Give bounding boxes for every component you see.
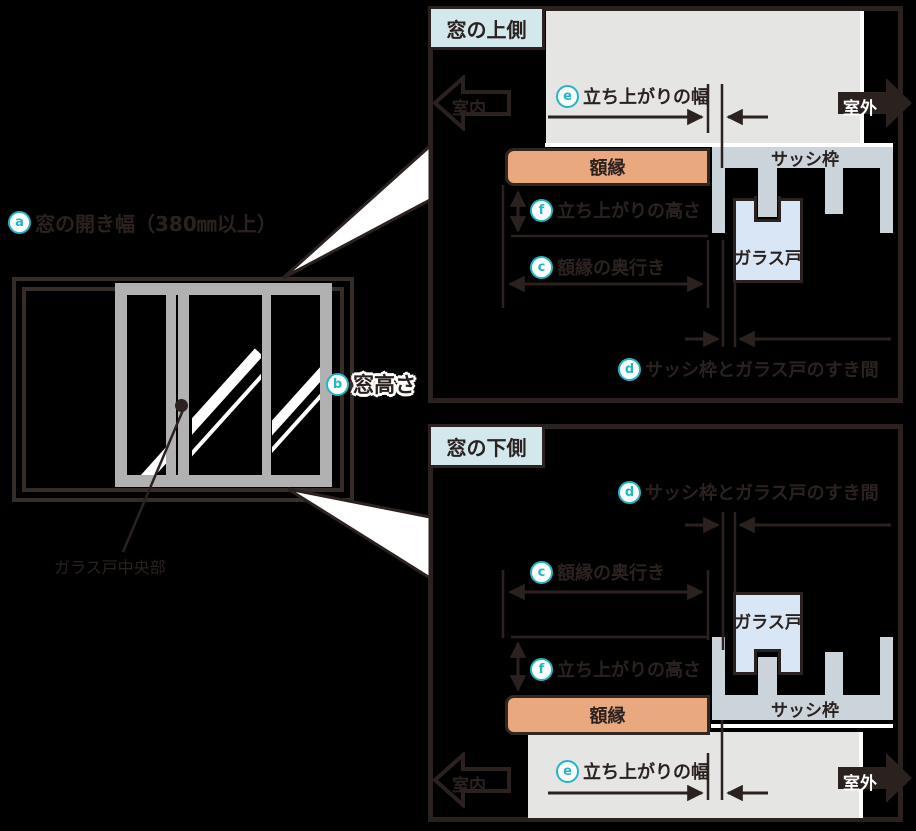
glass-pane-left — [127, 295, 166, 475]
casing-depth-label: c 額縁の奥行き — [530, 559, 665, 585]
rise-width-label: e 立ち上がりの幅 — [556, 758, 709, 784]
circled-letter-b-icon: b — [326, 372, 349, 396]
rise-width-label: e 立ち上がりの幅 — [556, 83, 709, 109]
window-height-label: b 窓高さ — [326, 369, 416, 399]
sash-top-rail — [115, 283, 332, 295]
sash-frame-fin — [712, 168, 725, 233]
indoor-arrow-text: 室内 — [452, 99, 486, 119]
wall-shape — [546, 11, 863, 143]
wall-edge-line — [711, 724, 893, 728]
sash-frame-shape — [712, 695, 893, 720]
indoor-arrow-text: 室内 — [452, 776, 486, 796]
sash-frame-fin — [825, 168, 843, 214]
glass-door-label: ガラス戸 — [734, 248, 802, 269]
rise-width-text: 立ち上がりの幅 — [583, 762, 709, 783]
top-panel-title: 窓の上側 — [428, 6, 545, 50]
window-height-text: 窓高さ — [353, 373, 416, 397]
sash-center-stile-front — [178, 283, 189, 487]
indoor-arrow-icon — [432, 752, 511, 808]
glass-center-caption: ガラス戸中央部 — [54, 558, 166, 577]
glass-reflection — [272, 348, 320, 468]
rise-height-text: 立ち上がりの高さ — [557, 660, 701, 681]
sash-frame-fin — [712, 637, 725, 695]
sash-left-stile — [115, 283, 127, 487]
casing-depth-label: c 額縁の奥行き — [530, 254, 665, 280]
outdoor-arrow-icon — [838, 78, 912, 128]
sash-frame-label: サッシ枠 — [771, 700, 839, 721]
rise-height-text: 立ち上がりの高さ — [557, 201, 701, 222]
rise-width-text: 立ち上がりの幅 — [583, 87, 709, 108]
gap-label: d サッシ枠とガラス戸のすき間 — [618, 479, 879, 505]
sash-bottom-rail — [115, 475, 332, 487]
glass-pane-right — [272, 295, 320, 475]
gap-label: d サッシ枠とガラス戸のすき間 — [618, 356, 879, 382]
circled-letter-d-icon: d — [618, 480, 641, 504]
casing-label: 額縁 — [589, 706, 626, 727]
opening-width-text: 窓の開き幅（380㎜以上） — [35, 212, 277, 236]
outdoor-arrow-text: 室外 — [843, 99, 877, 119]
circled-letter-c-icon: c — [530, 255, 553, 279]
indoor-arrow-icon — [432, 75, 511, 131]
casing-depth-text: 額縁の奥行き — [557, 563, 665, 584]
sash-mullion — [262, 283, 271, 487]
circled-letter-f-icon: f — [530, 657, 553, 681]
rise-height-label: f 立ち上がりの高さ — [530, 656, 701, 682]
casing-shape: 額縁 — [505, 695, 710, 735]
wall-shape — [528, 732, 862, 818]
gap-text: サッシ枠とガラス戸のすき間 — [645, 360, 879, 381]
gap-text: サッシ枠とガラス戸のすき間 — [645, 483, 879, 504]
casing-depth-text: 額縁の奥行き — [557, 258, 665, 279]
sash-frame-label: サッシ枠 — [771, 149, 839, 170]
wall-edge-line — [545, 143, 893, 147]
sash-frame-fin — [758, 168, 777, 217]
circled-letter-a-icon: a — [8, 211, 31, 234]
glass-center-dot — [175, 399, 188, 412]
circled-letter-e-icon: e — [556, 84, 579, 108]
casing-shape: 額縁 — [505, 148, 710, 186]
opening-width-label: a 窓の開き幅（380㎜以上） — [8, 208, 277, 237]
rise-height-label: f 立ち上がりの高さ — [530, 197, 701, 223]
sash-frame-fin — [880, 637, 893, 695]
circled-letter-e-icon: e — [556, 759, 579, 783]
sash-center-stile-rear — [166, 283, 176, 487]
circled-letter-d-icon: d — [618, 357, 641, 381]
bottom-panel-border — [428, 424, 903, 822]
circled-letter-c-icon: c — [530, 560, 553, 584]
wall-edge-line — [860, 11, 864, 143]
sash-frame-fin — [825, 652, 843, 695]
circled-letter-f-icon: f — [530, 198, 553, 222]
outdoor-arrow-text: 室外 — [843, 774, 877, 794]
glass-pane-center — [192, 295, 261, 475]
casing-label: 額縁 — [589, 158, 626, 179]
bottom-panel-title: 窓の下側 — [428, 424, 545, 468]
sash-frame-fin — [880, 168, 893, 233]
sash-frame-fin — [758, 657, 777, 697]
outdoor-arrow-icon — [838, 753, 912, 803]
glass-reflection — [127, 348, 166, 475]
glass-door-label: ガラス戸 — [734, 612, 802, 633]
sash-frame-shape — [712, 147, 893, 168]
